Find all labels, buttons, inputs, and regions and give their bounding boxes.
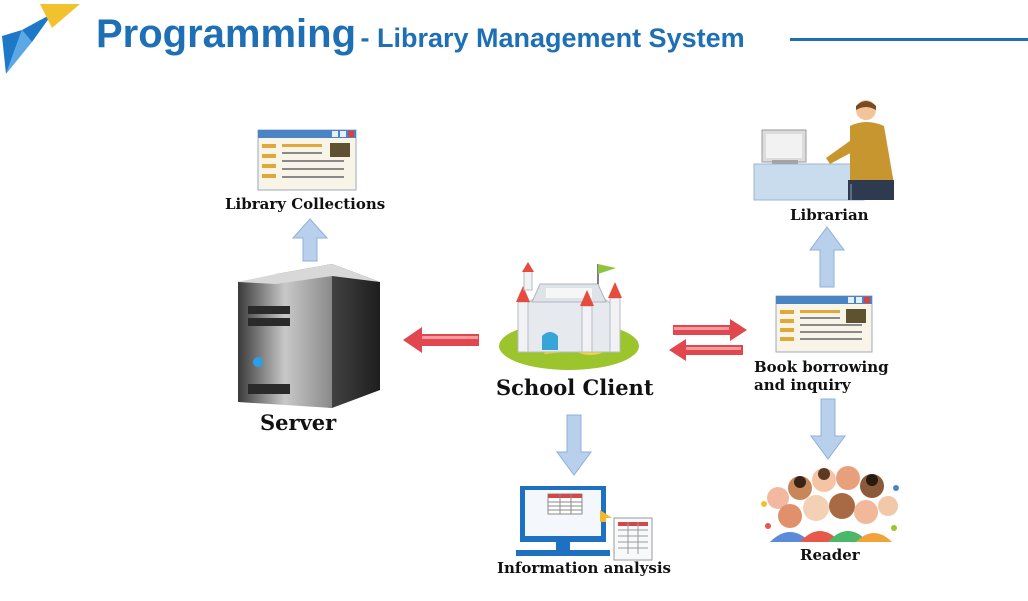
reader-crowd-icon [761, 466, 899, 542]
title-subtitle: - Library Management System [360, 23, 745, 53]
arrow-left-client [669, 339, 743, 361]
school-castle-icon [499, 262, 639, 370]
title-main: Programming [96, 12, 357, 56]
logo-icon [2, 4, 80, 74]
label-school-client: School Client [496, 375, 654, 400]
title-divider [790, 38, 1028, 41]
label-library-collections: Library Collections [225, 195, 386, 213]
librarian-icon [753, 100, 894, 201]
window-icon-borrowing [775, 295, 873, 353]
computer-analysis-icon [516, 486, 653, 561]
label-server: Server [260, 410, 337, 435]
arrow-up-librarian [809, 226, 845, 288]
arrow-left-server [403, 327, 479, 353]
arrow-down-analysis [556, 414, 592, 476]
arrow-right-borrowing [673, 319, 747, 341]
server-icon [238, 264, 380, 408]
page-title: Programming - Library Management System [96, 12, 745, 57]
arrow-down-reader [810, 398, 846, 460]
arrow-up-collections [291, 218, 329, 262]
label-book-borrowing-line1: Book borrowing [754, 358, 889, 376]
window-icon-collections [257, 129, 357, 191]
label-information-analysis: Information analysis [497, 559, 671, 577]
label-librarian: Librarian [790, 206, 869, 224]
label-book-borrowing-line2: and inquiry [754, 376, 851, 394]
label-reader: Reader [800, 546, 860, 564]
